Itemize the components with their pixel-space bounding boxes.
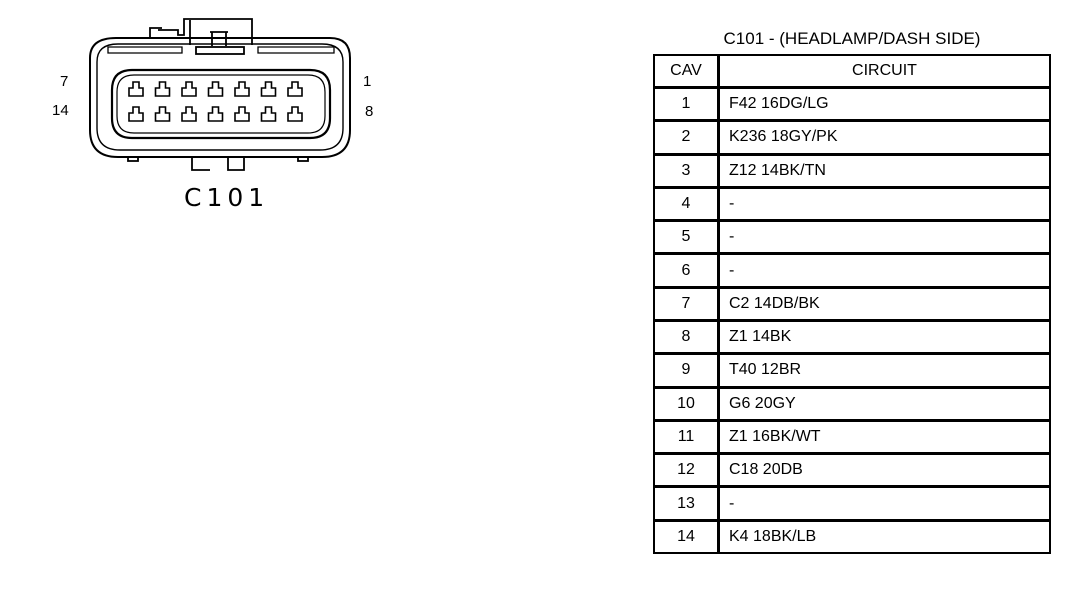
connector-diagram [89,18,351,171]
circuit-cell: - [720,488,1049,522]
pin-cavity [154,106,171,122]
table-row: 6- [655,255,1049,289]
table-row: 13- [655,488,1049,522]
pin-cavities [128,81,303,122]
table-row: 14 K4 18BK/LB [655,521,1049,552]
cav-cell: 14 [655,521,720,552]
cav-cell: 6 [655,255,720,289]
pin-label-7: 7 [60,73,69,90]
pin-cavity [181,106,197,122]
pin-cavity [287,81,303,97]
cav-cell: 7 [655,288,720,322]
pin-cavity [287,106,303,122]
bottom-feet [127,156,309,171]
circuit-cell: Z1 16BK/WT [720,422,1049,456]
circuit-cell: G6 20GY [720,389,1049,422]
cav-cell: 13 [655,488,720,522]
cav-cell: 10 [655,388,720,422]
circuit-cell: K236 18GY/PK [720,122,1049,156]
table-title: C101 - (HEADLAMP/DASH SIDE) [723,29,981,48]
pin-label-1: 1 [363,73,372,90]
circuit-cell: - [720,189,1049,223]
cav-cell: 11 [655,421,720,456]
cav-cell: 1 [655,89,720,123]
latch-tab [107,18,335,55]
pin-cavity [128,81,144,97]
table-row: 5- [655,222,1049,256]
cav-cell: 9 [655,355,720,389]
circuit-cell: - [720,255,1049,289]
pin-cavity [207,81,224,97]
table-row: 4- [655,188,1049,223]
cav-cell: 8 [655,321,720,356]
cav-cell: 12 [655,455,720,489]
pin-label-8: 8 [365,103,374,120]
pin-cavity [154,81,171,97]
pin-cavity [181,81,197,97]
circuit-cell: F42 16DG/LG [720,89,1049,123]
cav-header: CAV [655,56,720,89]
circuit-header: CIRCUIT [720,56,1049,89]
pin-cavity [207,106,224,122]
connector-housing [89,37,351,158]
connector-name: C101 [184,183,270,212]
pin-cavity [234,106,250,122]
circuit-cell: C2 14DB/BK [720,289,1049,322]
circuit-cell: K4 18BK/LB [729,527,817,545]
pin-cavity [234,81,250,97]
cav-cell: 3 [655,155,720,189]
cav-cell: 2 [655,122,720,156]
cav-cell: 5 [655,222,720,256]
circuit-cell: Z1 14BK [720,322,1049,356]
table-header-row: CAV CIRCUIT [655,56,1049,89]
pin-cavity [260,81,277,97]
pin-cavity [128,106,144,122]
cav-cell: 4 [655,188,720,223]
circuit-cell: T40 12BR [720,355,1049,389]
pin-cavity [260,106,277,122]
circuit-cell: Z12 14BK/TN [720,156,1049,189]
circuit-cell: C18 20DB [720,455,1049,489]
pin-label-14: 14 [52,102,69,119]
circuit-cell: - [720,222,1049,256]
